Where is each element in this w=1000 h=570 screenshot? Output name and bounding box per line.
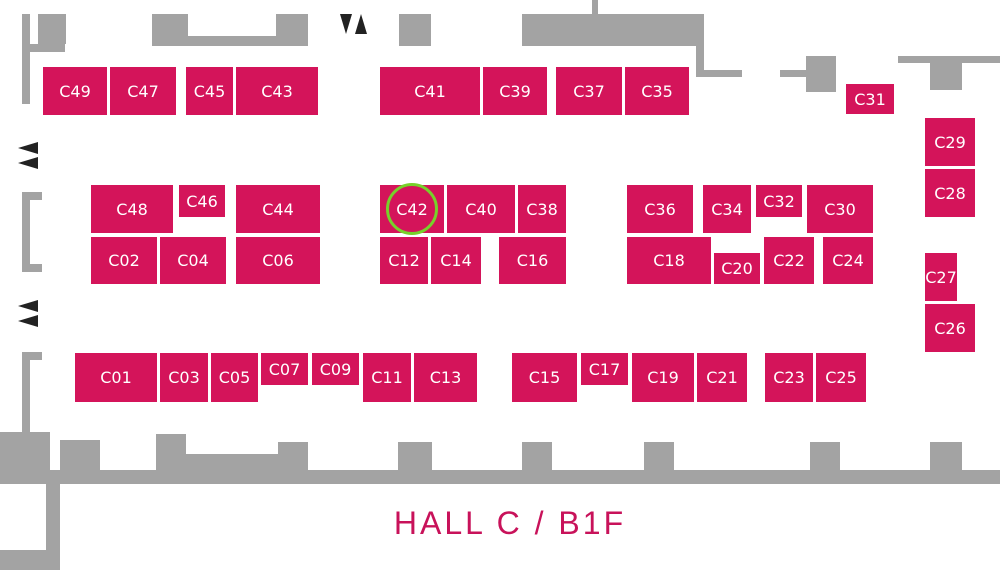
- wall: [46, 476, 60, 570]
- entrance-arrow-icon: [18, 157, 38, 169]
- booth-c15[interactable]: C15: [511, 352, 578, 403]
- booth-c06[interactable]: C06: [235, 236, 321, 285]
- wall: [399, 14, 431, 46]
- entrance-arrow-icon: [340, 14, 352, 34]
- booth-c36[interactable]: C36: [626, 184, 694, 234]
- wall: [156, 434, 186, 474]
- wall: [184, 454, 280, 474]
- booth-c31[interactable]: C31: [845, 83, 895, 115]
- wall: [22, 44, 65, 52]
- wall: [278, 442, 308, 476]
- booth-c25[interactable]: C25: [815, 352, 867, 403]
- booth-c44[interactable]: C44: [235, 184, 321, 234]
- wall: [38, 14, 66, 44]
- booth-c30[interactable]: C30: [806, 184, 874, 234]
- wall: [0, 470, 1000, 484]
- booth-c41[interactable]: C41: [379, 66, 481, 116]
- booth-c18[interactable]: C18: [626, 236, 712, 285]
- booth-c46[interactable]: C46: [178, 184, 226, 218]
- booth-c26[interactable]: C26: [924, 303, 976, 353]
- booth-c01[interactable]: C01: [74, 352, 158, 403]
- booth-c42[interactable]: C42: [379, 184, 445, 234]
- wall: [152, 14, 188, 46]
- booth-c20[interactable]: C20: [713, 252, 761, 285]
- wall: [398, 442, 432, 476]
- booth-c27[interactable]: C27: [924, 252, 958, 302]
- booth-c45[interactable]: C45: [185, 66, 234, 116]
- booth-c24[interactable]: C24: [822, 236, 874, 285]
- wall: [522, 14, 700, 46]
- wall: [696, 14, 704, 76]
- wall: [810, 442, 840, 476]
- booth-c39[interactable]: C39: [482, 66, 548, 116]
- booth-c32[interactable]: C32: [755, 184, 803, 218]
- wall: [0, 550, 60, 570]
- wall: [592, 0, 598, 16]
- booth-c48[interactable]: C48: [90, 184, 174, 234]
- wall: [806, 56, 836, 92]
- entrance-arrow-icon: [18, 315, 38, 327]
- entrance-arrow-icon: [18, 300, 38, 312]
- wall: [522, 442, 552, 476]
- booth-c03[interactable]: C03: [159, 352, 209, 403]
- wall: [276, 14, 308, 46]
- booth-c29[interactable]: C29: [924, 117, 976, 167]
- wall: [696, 70, 742, 77]
- booth-c04[interactable]: C04: [159, 236, 227, 285]
- booth-c35[interactable]: C35: [624, 66, 690, 116]
- booth-c38[interactable]: C38: [517, 184, 567, 234]
- booth-c22[interactable]: C22: [763, 236, 815, 285]
- booth-c14[interactable]: C14: [430, 236, 482, 285]
- hall-title: HALL C / B1F: [393, 505, 627, 541]
- wall: [22, 264, 42, 272]
- booth-c09[interactable]: C09: [311, 352, 360, 386]
- booth-c17[interactable]: C17: [580, 352, 629, 386]
- booth-c05[interactable]: C05: [210, 352, 259, 403]
- wall: [780, 70, 810, 77]
- wall: [22, 14, 30, 104]
- booth-c23[interactable]: C23: [764, 352, 814, 403]
- entrance-arrow-icon: [355, 14, 367, 34]
- booth-c47[interactable]: C47: [109, 66, 177, 116]
- booth-c40[interactable]: C40: [446, 184, 516, 234]
- booth-c19[interactable]: C19: [631, 352, 695, 403]
- booth-c37[interactable]: C37: [555, 66, 623, 116]
- wall: [22, 192, 30, 272]
- wall: [918, 470, 976, 484]
- booth-c16[interactable]: C16: [498, 236, 567, 285]
- booth-c34[interactable]: C34: [702, 184, 752, 234]
- wall: [930, 56, 962, 90]
- booth-c07[interactable]: C07: [260, 352, 309, 386]
- wall: [22, 352, 30, 432]
- booth-c21[interactable]: C21: [696, 352, 748, 403]
- wall: [186, 36, 278, 46]
- booth-c02[interactable]: C02: [90, 236, 158, 285]
- booth-c28[interactable]: C28: [924, 168, 976, 218]
- booth-c12[interactable]: C12: [379, 236, 429, 285]
- booth-c11[interactable]: C11: [362, 352, 412, 403]
- booth-c49[interactable]: C49: [42, 66, 108, 116]
- wall: [60, 440, 100, 476]
- booth-c43[interactable]: C43: [235, 66, 319, 116]
- entrance-arrow-icon: [18, 142, 38, 154]
- booth-c13[interactable]: C13: [413, 352, 478, 403]
- wall: [22, 192, 42, 200]
- wall: [22, 352, 42, 360]
- wall: [644, 442, 674, 476]
